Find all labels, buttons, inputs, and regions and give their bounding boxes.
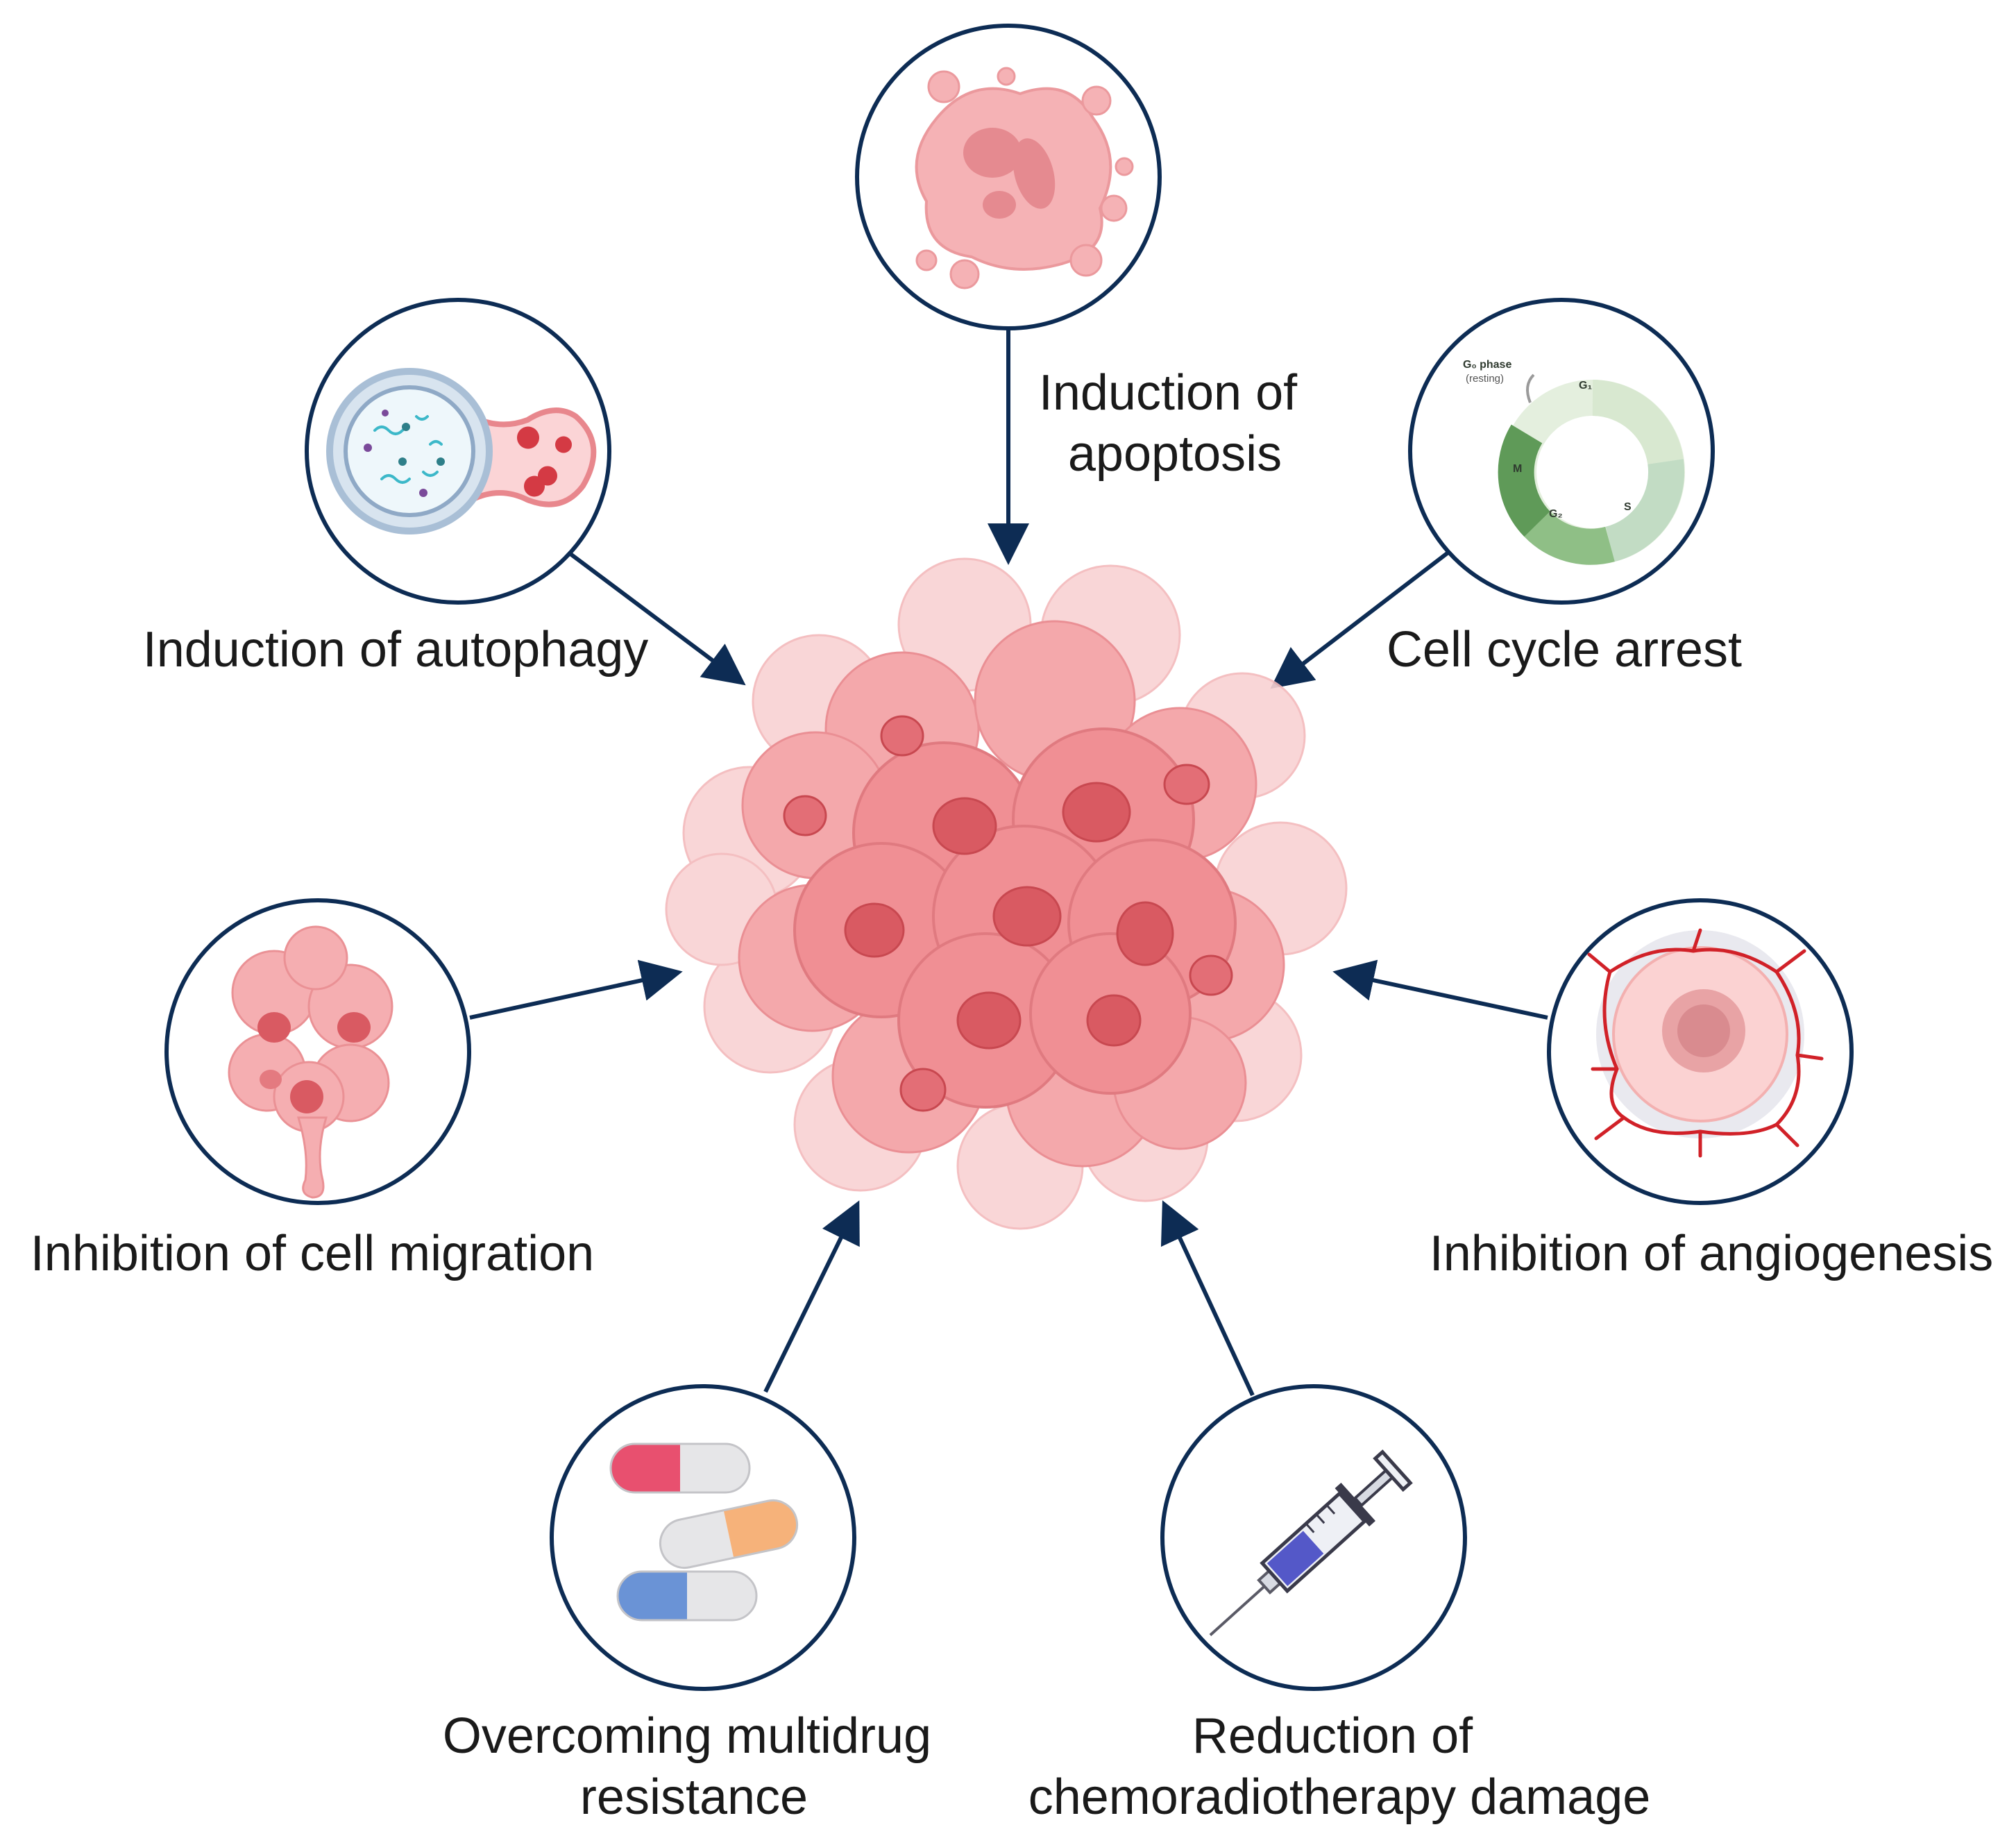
angiogenesis-node xyxy=(1547,898,1854,1205)
migrating-cells-icon xyxy=(228,925,393,1199)
svg-text:G₂: G₂ xyxy=(1549,508,1563,520)
chemo-node xyxy=(1160,1384,1467,1691)
autophagy-node xyxy=(305,298,611,605)
tumor-cell-cluster xyxy=(665,557,1348,1230)
arrow-angiogenesis xyxy=(1332,959,1548,1020)
arrow-multidrug xyxy=(763,1200,860,1393)
svg-text:G₀ phase: G₀ phase xyxy=(1463,359,1511,371)
apoptosis-node xyxy=(855,24,1162,330)
svg-text:G₁: G₁ xyxy=(1579,380,1592,392)
migration-node xyxy=(164,898,471,1205)
vascularized-tumor-icon xyxy=(1587,928,1824,1158)
autophagy-label: Induction of autophagy xyxy=(143,622,649,678)
migration-label: Inhibition of cell migration xyxy=(31,1226,594,1281)
arrow-autophagy xyxy=(566,550,746,686)
svg-text:(resting): (resting) xyxy=(1466,373,1504,385)
arrow-cell-cycle xyxy=(1270,550,1450,689)
multidrug-label: Overcoming multidrug resistance xyxy=(443,1708,945,1825)
chemo-label: Reduction of chemoradiotherapy damage xyxy=(1028,1708,1651,1825)
syringe-icon xyxy=(1209,1449,1413,1637)
svg-text:S: S xyxy=(1624,501,1632,513)
arrow-migration xyxy=(469,959,683,1020)
angiogenesis-label: Inhibition of angiogenesis xyxy=(1430,1226,1994,1281)
apoptosis-label: Induction of apoptosis xyxy=(1039,365,1311,482)
arrows xyxy=(469,330,1548,1397)
apoptotic-cell-icon xyxy=(915,67,1134,289)
svg-text:M: M xyxy=(1513,463,1522,475)
multidrug-node xyxy=(550,1384,856,1691)
arrow-chemo xyxy=(1160,1200,1255,1397)
autophagosome-lysosome-icon xyxy=(326,368,597,535)
cell-cycle-icon: G₀ phase (resting) G₁ S G₂ M xyxy=(1463,359,1685,565)
cell-cycle-label: Cell cycle arrest xyxy=(1387,622,1742,678)
cell-cycle-node: G₀ phase (resting) G₁ S G₂ M xyxy=(1408,298,1715,605)
